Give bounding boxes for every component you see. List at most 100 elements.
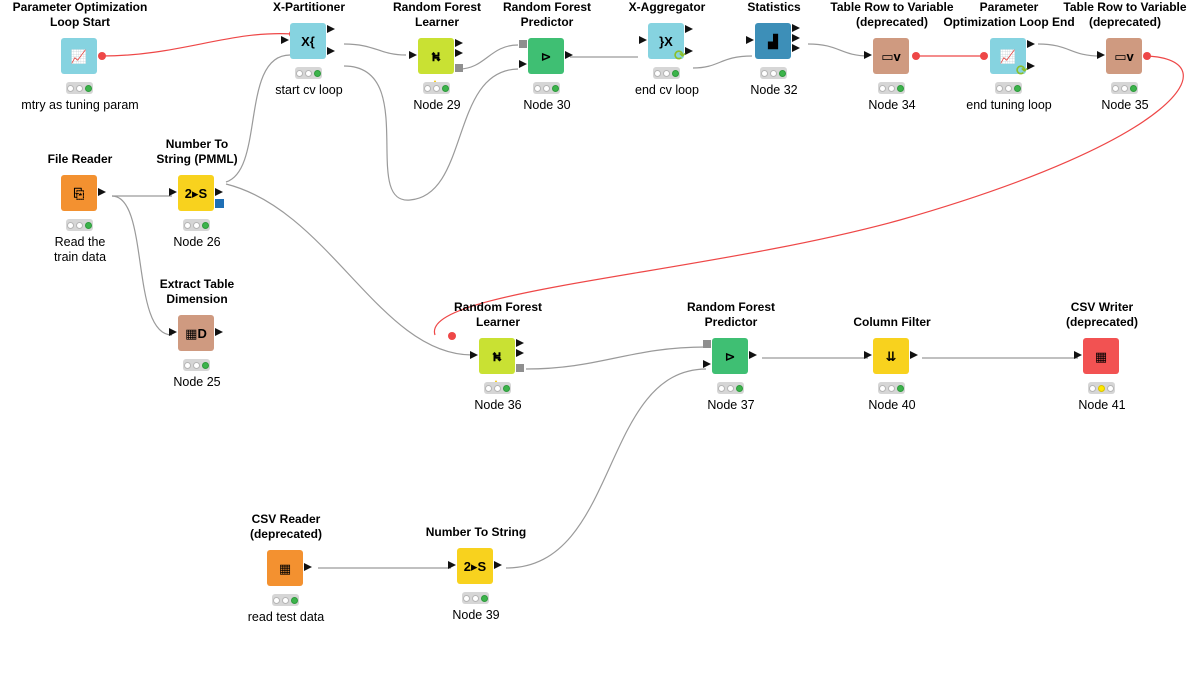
input-port[interactable] [448,561,456,569]
node-annotation[interactable]: mtry as tuning param [21,98,139,112]
input-port[interactable] [703,360,711,368]
node-csv-writer[interactable]: CSV Writer (deprecated) ▦ Node 41 [1022,300,1182,450]
status-dot [67,84,74,92]
node-annotation[interactable]: Node 26 [173,235,221,249]
output-port[interactable] [516,339,524,347]
node-csv-reader[interactable]: CSV Reader (deprecated) ▦ read test data [206,512,366,662]
output-port[interactable] [215,328,223,336]
node-body[interactable]: ⇊ [873,338,909,374]
node-annotation[interactable]: Node 37 [707,398,755,412]
output-port[interactable] [685,25,693,33]
node-rf-predictor-30[interactable]: Random Forest Predictor⊳Node 30 [467,0,627,150]
node-annotation[interactable]: Node 40 [868,398,916,412]
node-x-aggregator[interactable]: X-Aggregator}X⟳end cv loop [587,0,747,150]
status-traffic-light [484,382,511,394]
input-port[interactable] [169,188,177,196]
output-port[interactable] [565,51,573,59]
node-annotation[interactable]: Node 41 [1078,398,1126,412]
node-body[interactable]: }X [648,23,684,59]
node-body[interactable]: ▭v [1106,38,1142,74]
node-body[interactable]: 📈 [61,38,97,74]
node-body[interactable]: ▟ [755,23,791,59]
pmml-output-port[interactable] [215,199,224,208]
output-port[interactable] [327,47,335,55]
input-port[interactable] [864,51,872,59]
node-annotation[interactable]: Node 25 [173,375,221,389]
node-annotation[interactable]: read test data [247,610,325,624]
output-port[interactable] [792,34,800,42]
node-annotation[interactable]: end tuning loop [966,98,1052,112]
node-body[interactable]: ⊳ [528,38,564,74]
node-body[interactable]: ▦ [267,550,303,586]
output-port[interactable] [1027,62,1035,70]
output-port[interactable] [516,349,524,357]
node-body[interactable]: ⎘ [61,175,97,211]
node-title: CSV Reader (deprecated) [249,512,323,541]
node-body[interactable]: 2▸S [457,548,493,584]
output-port[interactable] [327,25,335,33]
node-body[interactable]: ⛕ [418,38,454,74]
output-port[interactable] [494,561,502,569]
node-annotation[interactable]: Node 34 [868,98,916,112]
output-port[interactable] [792,24,800,32]
node-title: CSV Writer (deprecated) [1065,300,1139,329]
input-port[interactable] [409,51,417,59]
output-port[interactable] [516,364,524,372]
node-param-opt-start[interactable]: Parameter Optimization Loop Start📈mtry a… [0,0,160,150]
node-annotation[interactable]: start cv loop [275,83,343,97]
input-port[interactable] [746,36,754,44]
node-annotation[interactable]: Node 36 [474,398,522,412]
connection-xpart-predictor30 [343,65,519,201]
input-port[interactable] [519,40,527,48]
node-annotation[interactable]: Node 32 [750,83,798,97]
status-traffic-light [462,592,489,604]
node-param-opt-end[interactable]: Parameter Optimization Loop End📈⟳end tun… [929,0,1089,150]
output-port[interactable] [455,49,463,57]
input-port[interactable] [639,36,647,44]
output-port[interactable] [792,44,800,52]
output-port[interactable] [98,188,106,196]
node-column-filter[interactable]: Column Filter⇊Node 40 [812,315,972,465]
node-rf-learner-29[interactable]: Random Forest Learner⛕!Node 29 [357,0,517,150]
output-port[interactable] [685,47,693,55]
node-body[interactable]: ▦D [178,315,214,351]
node-file-reader[interactable]: File Reader⎘Read the train data [0,152,160,302]
input-port[interactable] [864,351,872,359]
output-port[interactable] [455,64,463,72]
node-body[interactable]: X{ [290,23,326,59]
node-annotation[interactable]: Node 39 [452,608,500,622]
node-annotation[interactable]: end cv loop [635,83,699,97]
output-port[interactable] [215,188,223,196]
output-port[interactable] [749,351,757,359]
node-annotation[interactable]: Node 35 [1101,98,1149,112]
output-port[interactable] [304,563,312,571]
output-port[interactable] [910,351,918,359]
input-port[interactable] [519,60,527,68]
output-port[interactable] [455,39,463,47]
input-port[interactable] [1074,351,1082,359]
node-body[interactable]: 📈 [990,38,1026,74]
input-port[interactable] [703,340,711,348]
node-annotation[interactable]: Node 30 [523,98,571,112]
input-port[interactable] [1097,51,1105,59]
node-statistics[interactable]: Statistics▟Node 32 [694,0,854,150]
input-port[interactable] [281,36,289,44]
input-port[interactable] [470,351,478,359]
node-annotation[interactable]: Read the train data [53,235,107,264]
node-body[interactable]: ⊳ [712,338,748,374]
node-body[interactable]: ▭v [873,38,909,74]
input-port[interactable] [169,328,177,336]
node-body[interactable]: 2▸S [178,175,214,211]
node-rf-predictor-37[interactable]: Random Forest Predictor⊳Node 37 [651,300,811,450]
node-body[interactable]: ⛕ [479,338,515,374]
node-rf-learner-36[interactable]: Random Forest Learner⛕!Node 36 [418,300,578,450]
node-annotation[interactable]: Node 29 [413,98,461,112]
node-body[interactable]: ▦ [1083,338,1119,374]
output-port[interactable] [1027,40,1035,48]
